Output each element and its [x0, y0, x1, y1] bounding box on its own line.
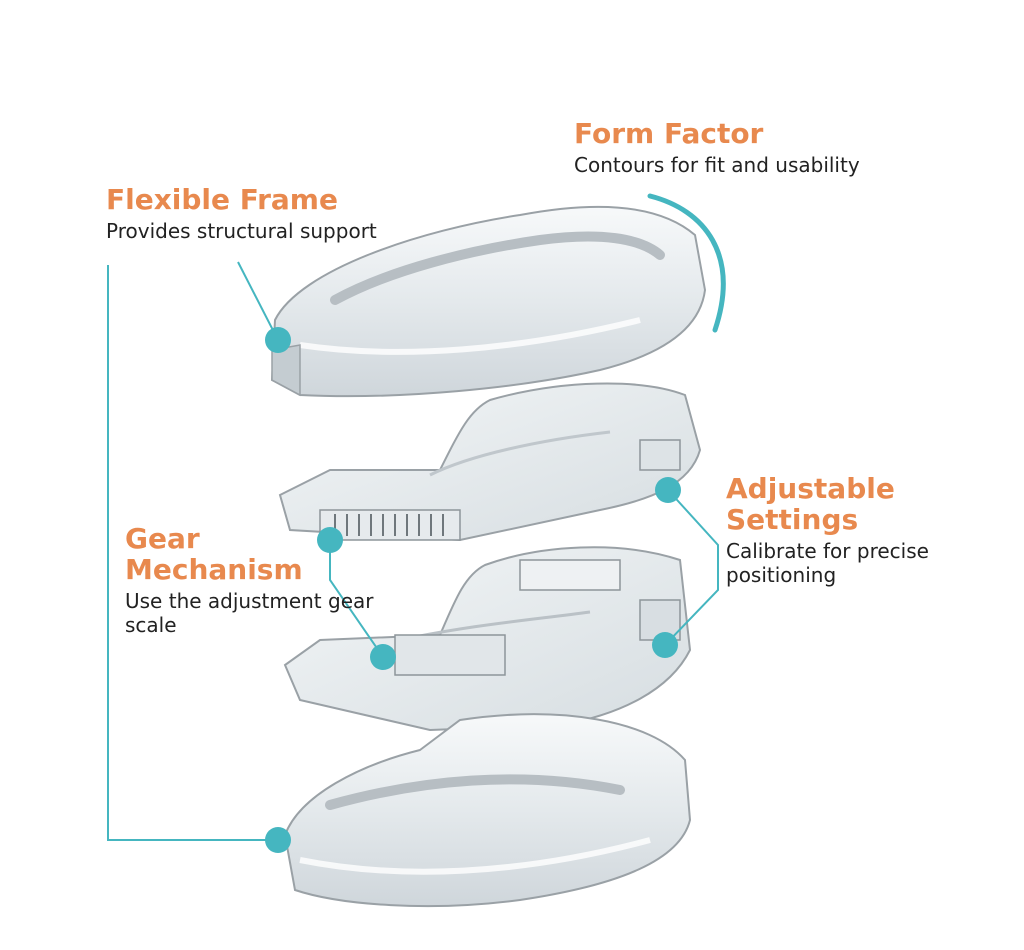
callout-description: Use the adjustment gear scale [125, 589, 374, 637]
callout-form-factor: Form Factor Contours for fit and usabili… [574, 118, 860, 177]
callout-title: Flexible Frame [106, 183, 338, 216]
callout-flexible-frame: Flexible Frame Provides structural suppo… [106, 184, 377, 243]
bottom-tray [283, 713, 692, 908]
connector-dot-icon [265, 327, 291, 353]
connector-dot-icon [370, 644, 396, 670]
callout-title: Adjustable Settings [726, 472, 895, 536]
connector-dot-icon [652, 632, 678, 658]
callout-description: Provides structural support [106, 219, 377, 243]
connector-lines [107, 261, 719, 841]
connector-dot-icon [265, 827, 291, 853]
curved-arrow-icon [647, 193, 726, 333]
callout-title: Form Factor [574, 117, 764, 150]
callout-title: Gear Mechanism [125, 522, 303, 586]
upper-gear-plate [278, 382, 702, 542]
callout-description: Calibrate for precise positioning [726, 539, 929, 587]
callout-adjustable-settings: Adjustable Settings Calibrate for precis… [726, 473, 1006, 587]
callout-gear-mechanism: Gear Mechanism Use the adjustment gear s… [125, 523, 385, 637]
top-tray [270, 205, 707, 398]
callout-description: Contours for fit and usability [574, 153, 860, 177]
connector-dot-icon [317, 527, 343, 553]
lower-gear-plate [283, 546, 692, 732]
connector-dot-icon [655, 477, 681, 503]
